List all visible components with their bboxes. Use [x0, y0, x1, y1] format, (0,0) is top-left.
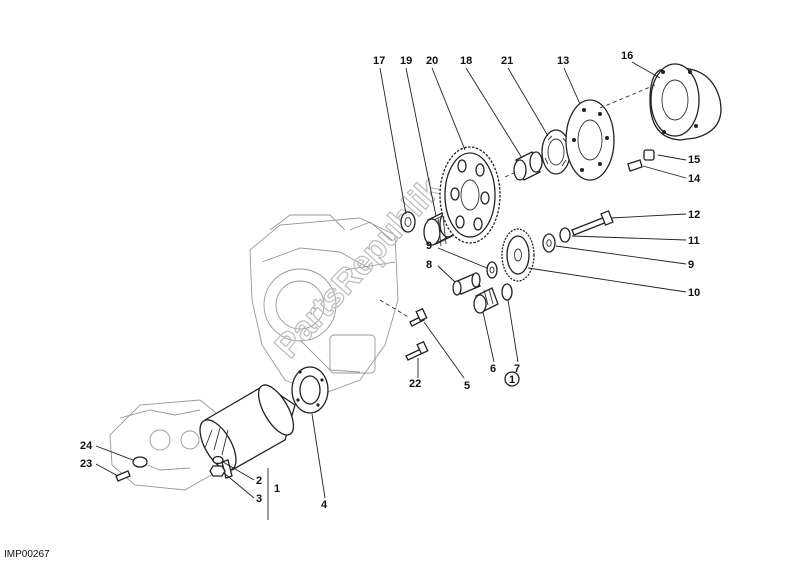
callout-17: 17 [373, 55, 385, 67]
callout-21: 21 [501, 55, 513, 67]
starter-gear-20 [439, 146, 501, 244]
washer-2 [212, 455, 224, 465]
starter-motor [199, 384, 296, 479]
leader-lines [95, 61, 687, 520]
callout-23: 23 [80, 458, 92, 470]
watermark-text: PartsRepublik [268, 170, 449, 365]
callout-9-right: 9 [688, 259, 694, 271]
callout-15: 15 [688, 154, 700, 166]
part-24 [132, 456, 148, 468]
bolt-23 [115, 470, 131, 482]
callout-13: 13 [557, 55, 569, 67]
washer-17 [400, 211, 416, 233]
callout-14: 14 [688, 173, 701, 185]
bolt-5 [409, 307, 428, 327]
flange-13 [565, 99, 615, 181]
callout-12: 12 [688, 209, 700, 221]
callout-2: 2 [256, 475, 262, 487]
bolt-12 [571, 210, 614, 236]
shaft-8 [452, 272, 481, 296]
reference-code: IMP00267 [4, 549, 50, 560]
callout-24: 24 [80, 440, 93, 452]
washer-9-left [486, 261, 498, 279]
washer-9-right [542, 233, 556, 253]
callout-16: 16 [621, 50, 633, 62]
intermediate-gear-10 [501, 228, 535, 282]
callout-10: 10 [688, 287, 700, 299]
callout-4: 4 [321, 499, 328, 511]
nut-3 [209, 465, 226, 477]
pinion-gear-6 [473, 287, 499, 314]
callout-11: 11 [688, 235, 700, 247]
part-15 [643, 149, 655, 161]
callout-labels: 17 19 20 18 21 13 16 15 14 12 11 9 9 8 1… [80, 50, 701, 511]
callout-19: 19 [400, 55, 412, 67]
callout-6: 6 [490, 363, 496, 375]
callout-1-circled: 1 [509, 374, 515, 386]
callout-7: 7 [514, 363, 520, 375]
assembly-axis-lines [379, 84, 656, 319]
bushing-18 [513, 151, 543, 181]
circlip-7 [501, 283, 513, 301]
callout-20: 20 [426, 55, 438, 67]
callout-8: 8 [426, 259, 432, 271]
bolt-22 [405, 340, 429, 361]
callout-5: 5 [464, 380, 470, 392]
callout-1-circle [504, 371, 520, 387]
part-14 [627, 159, 643, 172]
nut-11 [559, 227, 571, 243]
engine-crankcase-outline [249, 214, 399, 396]
sprag-clutch-21 [541, 129, 571, 175]
callout-18: 18 [460, 55, 472, 67]
callout-22: 22 [409, 378, 421, 390]
clutch-housing-16 [649, 63, 722, 141]
callout-1: 1 [274, 483, 280, 495]
gasket-ring [291, 366, 329, 414]
callout-9-upper: 9 [426, 240, 432, 252]
callout-3: 3 [256, 493, 262, 505]
